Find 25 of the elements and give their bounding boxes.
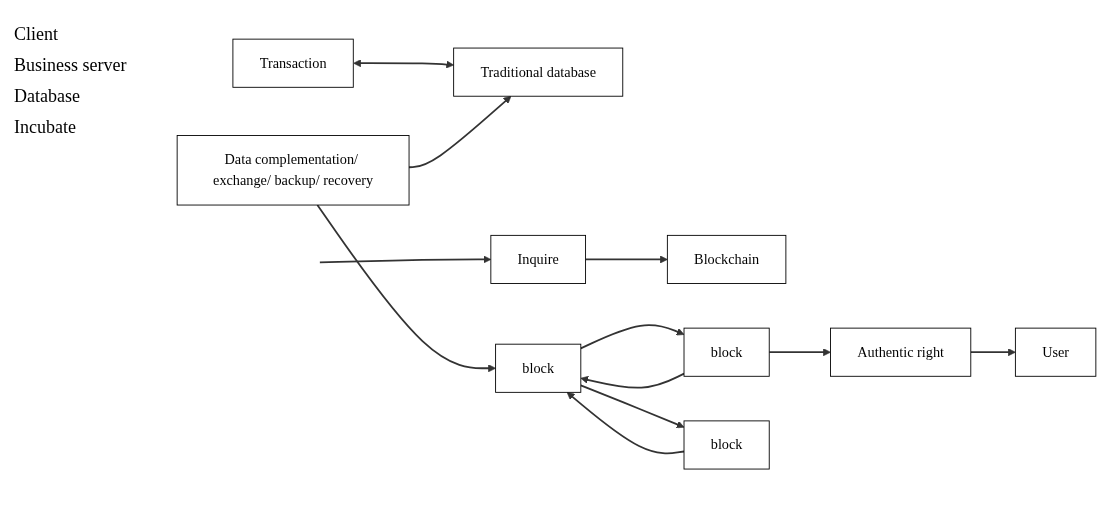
node-box: block xyxy=(683,420,770,470)
arrow xyxy=(969,348,1016,357)
column-label: Database xyxy=(14,86,81,107)
node-box: block xyxy=(495,344,582,394)
arrow xyxy=(584,255,668,264)
column-label: Incubate xyxy=(14,117,77,138)
arrow xyxy=(318,255,492,264)
arrow xyxy=(580,373,685,389)
node-box: Blockchain xyxy=(666,235,787,285)
node-box: Traditional database xyxy=(453,48,624,98)
column-label: Client xyxy=(14,24,59,45)
arrow xyxy=(579,324,685,350)
arrow xyxy=(768,348,831,357)
node-box: block xyxy=(683,328,770,378)
node-box: User xyxy=(1014,328,1097,378)
arrow xyxy=(408,96,512,169)
arrow xyxy=(566,392,685,455)
node-box: Inquire xyxy=(490,235,586,285)
node-box: Authentic right xyxy=(830,328,972,378)
arrow xyxy=(579,384,685,429)
node-box: Data complementation/ exchange/ backup/ recovery xyxy=(176,135,410,206)
arrow xyxy=(353,59,454,69)
arrow xyxy=(316,204,496,373)
node-box: Transaction xyxy=(232,39,354,89)
column-label: Business server xyxy=(14,55,128,76)
